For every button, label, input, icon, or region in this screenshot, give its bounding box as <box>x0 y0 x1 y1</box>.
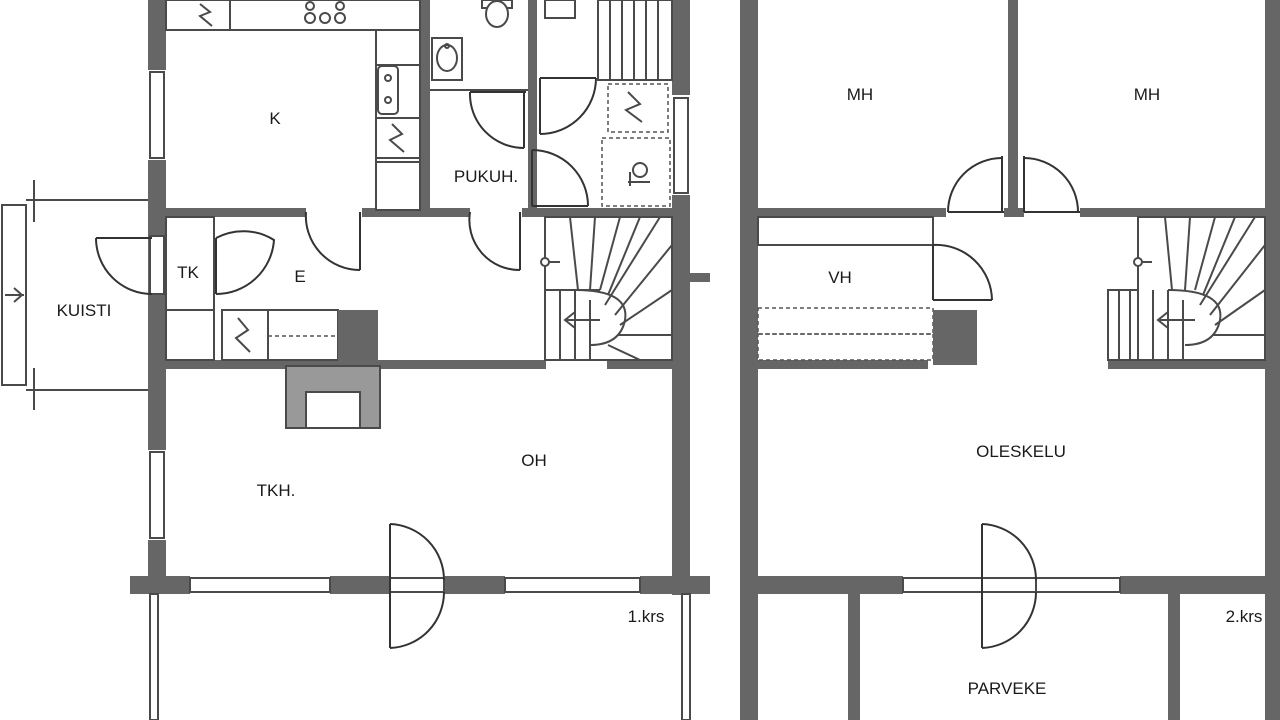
staircase-floor-1 <box>540 216 673 361</box>
door-vh <box>932 243 993 301</box>
floor-1-walls <box>130 0 710 595</box>
door-mh-1 <box>947 156 1004 213</box>
floor-1-terrace <box>149 593 691 720</box>
kitchen-counter <box>165 0 421 211</box>
floor-level-label-1: 1.krs <box>628 607 665 626</box>
room-label-mh-1: MH <box>847 85 873 104</box>
stove-icon <box>304 1 346 24</box>
floor-2-walls <box>740 0 1280 720</box>
room-label-e: E <box>294 267 305 286</box>
floor-1-plan: K PUKUH. TK E KUISTI OH TKH. 1.krs <box>1 0 710 720</box>
toilet-icon <box>481 0 513 28</box>
room-label-oleskelu: OLESKELU <box>976 442 1066 461</box>
room-label-kuisti: KUISTI <box>57 301 112 320</box>
floor-1-windows <box>149 71 689 593</box>
floor-1-doors <box>95 77 597 649</box>
entry-closets <box>165 216 378 365</box>
floor-2-doors <box>932 156 1080 649</box>
vh-closet <box>757 216 977 365</box>
floor-level-label-2: 2.krs <box>1226 607 1263 626</box>
door-bathroom <box>468 91 526 149</box>
room-label-mh-2: MH <box>1134 85 1160 104</box>
kuisti-porch <box>1 180 148 410</box>
room-label-vh: VH <box>828 268 852 287</box>
floor-drain-icon <box>628 162 650 186</box>
door-entrance <box>95 235 165 295</box>
door-tk-closet <box>215 230 276 296</box>
room-label-pukuh: PUKUH. <box>454 167 518 186</box>
sauna-bench <box>544 0 673 81</box>
room-label-parveke: PARVEKE <box>968 679 1047 698</box>
room-label-tkh: TKH. <box>257 481 296 500</box>
room-label-tk: TK <box>177 263 199 282</box>
door-balcony <box>981 523 1037 649</box>
room-label-k: K <box>269 109 281 128</box>
bathroom-fixtures <box>430 0 673 207</box>
door-pukuh-hall <box>468 211 521 272</box>
door-sauna <box>539 77 597 135</box>
room-label-oh: OH <box>521 451 547 470</box>
kitchen-sink-icon <box>377 65 399 115</box>
door-kitchen-hall <box>304 211 361 272</box>
door-wash-room <box>531 149 589 207</box>
floor-2-plan: MH MH VH OLESKELU PARVEKE 2.krs <box>740 0 1280 720</box>
door-mh-2 <box>1023 156 1080 213</box>
door-terrace-1 <box>389 523 445 649</box>
staircase-floor-2 <box>1107 216 1266 361</box>
washbasin-icon <box>431 37 463 81</box>
fireplace <box>285 365 381 429</box>
